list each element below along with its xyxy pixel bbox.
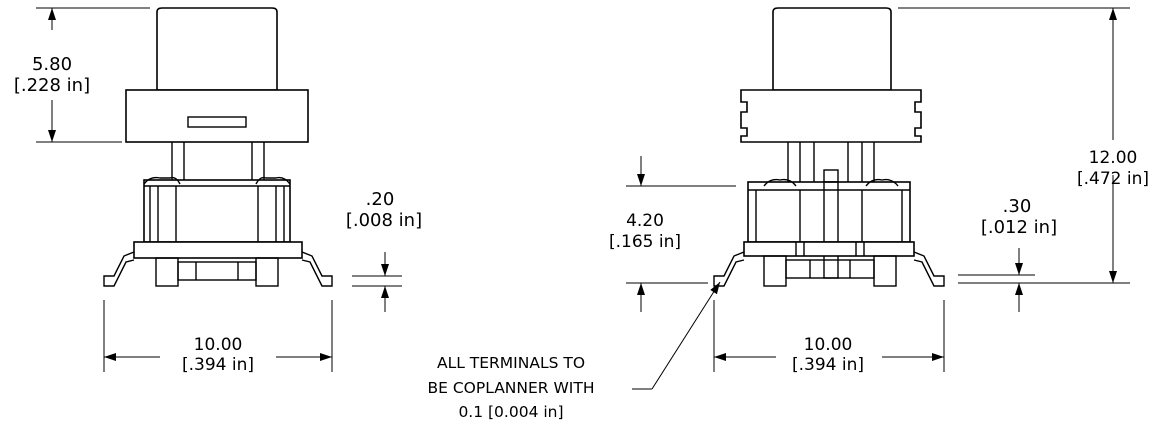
left-width-value: 10.00 [194, 335, 243, 355]
left-collar [125, 89, 309, 143]
right-body-height-value: 4.20 [626, 211, 664, 231]
left-collar-window [187, 116, 247, 128]
left-height-value: 5.80 [32, 54, 72, 75]
right-terminal-left [713, 251, 745, 287]
left-cap [156, 7, 278, 91]
left-offset-dimension [352, 252, 402, 312]
left-height-dimension [36, 7, 150, 143]
left-base [133, 241, 303, 259]
right-body-height-dimension [626, 156, 736, 312]
left-height-imperial: [.228 in] [14, 75, 90, 96]
left-view [103, 7, 333, 287]
left-width-imperial: [.394 in] [182, 355, 254, 375]
left-switch-body [143, 179, 291, 243]
note-line-1: ALL TERMINALS TO [437, 354, 585, 372]
right-view [713, 7, 945, 287]
right-cap [772, 7, 892, 91]
left-offset-value: .20 [366, 189, 395, 210]
right-offset-imperial: [.012 in] [981, 217, 1057, 238]
note-line-3: 0.1 [0.004 in] [458, 403, 563, 421]
note-line-2: BE COPLANNER WITH [427, 379, 594, 397]
left-width-dimension [103, 300, 333, 372]
right-switch-body [747, 181, 911, 243]
right-body-height-imperial: [.165 in] [609, 232, 681, 252]
right-width-dimension [713, 300, 945, 372]
left-terminal-left [103, 251, 135, 287]
left-terminal-right [301, 251, 333, 287]
right-base [743, 241, 915, 257]
right-total-height-value: 12.00 [1089, 148, 1138, 168]
right-width-value: 10.00 [804, 335, 853, 355]
right-total-height-imperial: [.472 in] [1077, 169, 1149, 189]
right-offset-value: .30 [1003, 196, 1032, 217]
right-collar [740, 89, 922, 143]
left-offset-imperial: [.008 in] [346, 210, 422, 231]
note-leader [632, 281, 721, 390]
right-width-imperial: [.394 in] [792, 355, 864, 375]
right-total-height-dimension [898, 7, 1130, 284]
right-offset-dimension [958, 248, 1035, 312]
right-terminal-right [913, 251, 945, 287]
